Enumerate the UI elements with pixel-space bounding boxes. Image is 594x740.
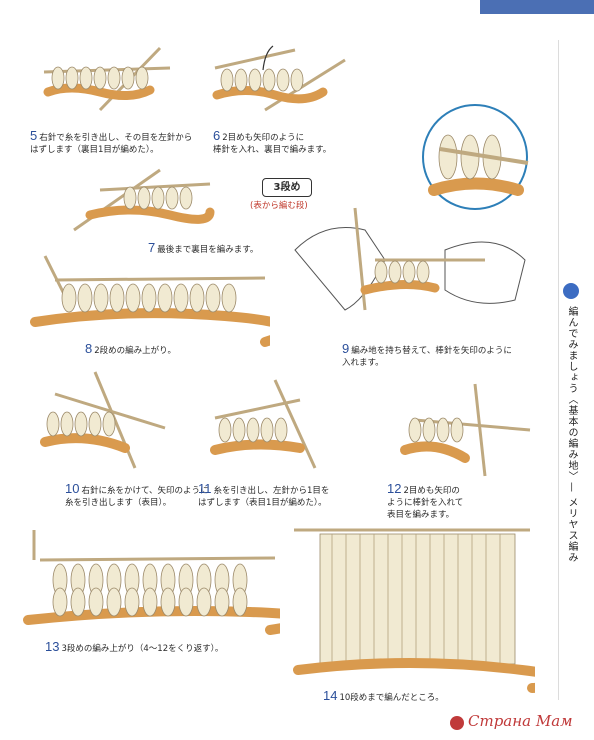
section-dot-icon xyxy=(563,283,579,299)
figure-zoom-detail xyxy=(422,104,529,210)
figure-step-10 xyxy=(40,371,166,469)
figure-step-5 xyxy=(43,46,171,112)
figure-step-8 xyxy=(30,255,270,347)
figure-step-12 xyxy=(400,383,531,477)
row-3-subtitle: (表から編む段) xyxy=(250,201,308,211)
figure-step-11 xyxy=(210,379,317,469)
watermark-logo-icon xyxy=(450,716,464,730)
figure-step-14 xyxy=(293,528,535,693)
top-accent-bar xyxy=(480,0,594,14)
figure-step-9-hands xyxy=(294,207,526,311)
watermark-text: Страна Мам xyxy=(468,712,573,730)
figure-step-6 xyxy=(212,45,346,112)
figure-step-13 xyxy=(23,530,280,635)
row-3-badge: 3段め xyxy=(262,178,312,197)
margin-divider xyxy=(558,40,559,700)
sidebar-chapter-label: 編んでみましょう〈基本の編み地〉— メリヤス編み xyxy=(566,306,577,564)
figure-step-7 xyxy=(73,168,215,232)
